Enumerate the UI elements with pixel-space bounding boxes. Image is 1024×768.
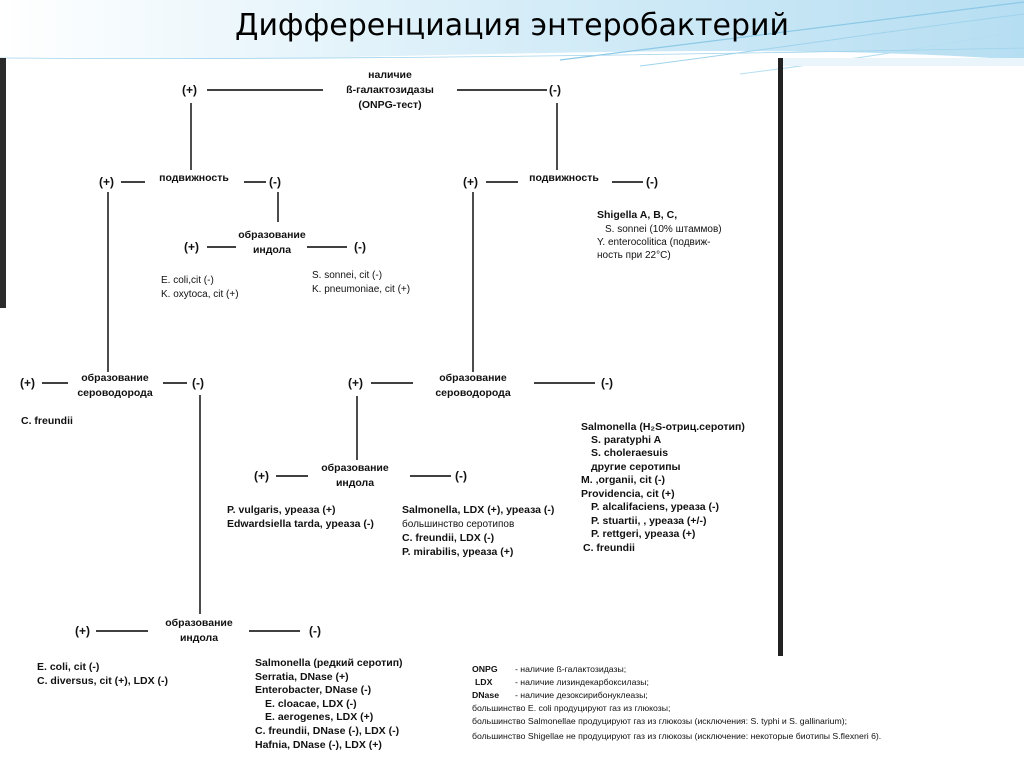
- legend-abbr: DNase: [472, 690, 499, 700]
- result-onpg-neg-nonmotile: Shigella A, B, C, S. sonnei (10% штаммов…: [597, 209, 722, 261]
- node-motility-right: (+) подвижность (-): [463, 172, 658, 189]
- node-indole-line2: индола: [336, 477, 374, 489]
- slide-title: Дифференциация энтеробактерий: [235, 8, 789, 43]
- sign-pos: (+): [254, 469, 269, 483]
- node-h2s-line2: сероводорода: [77, 387, 153, 399]
- sign-pos: (+): [75, 624, 90, 638]
- legend-note: большинство E. coli продуцируют газ из г…: [472, 703, 670, 713]
- result-line: E. coli, cit (-): [37, 661, 99, 673]
- node-h2s-right: (+) образование сероводорода (-): [348, 372, 613, 399]
- sign-neg: (-): [192, 376, 204, 390]
- result-line: Serratia, DNase (+): [255, 671, 349, 683]
- result-line: большинство серотипов: [402, 518, 514, 530]
- node-indole-line1: образование: [321, 462, 389, 474]
- sign-neg: (-): [646, 175, 658, 189]
- result-line: Salmonella, LDX (+), уреаза (-): [402, 504, 554, 516]
- result-line: E. coli,cit (-): [161, 275, 214, 286]
- node-onpg-line2: ß-галактозидазы: [346, 84, 434, 96]
- node-onpg-line3: (ONPG-тест): [358, 99, 421, 111]
- sign-pos: (+): [463, 175, 478, 189]
- node-h2s-left: (+) образование сероводорода (-): [20, 372, 204, 399]
- result-line: K. oxytoca, cit (+): [161, 289, 239, 300]
- result-line: C. freundii, DNase (-), LDX (-): [255, 725, 399, 737]
- node-indole-line1: образование: [165, 617, 233, 629]
- result-line: Edwardsiella tarda, уреаза (-): [227, 518, 374, 530]
- sign-pos: (+): [20, 376, 35, 390]
- result-line: E. aerogenes, LDX (+): [265, 711, 373, 723]
- sign-pos: (+): [184, 240, 199, 254]
- sign-pos: (+): [99, 175, 114, 189]
- sign-pos: (+): [182, 83, 197, 97]
- node-motility-label: подвижность: [529, 172, 599, 184]
- result-line: Y. enterocolitica (подвиж-: [597, 237, 710, 248]
- legend-text: - наличие дезоксирибонуклеазы;: [515, 690, 648, 700]
- node-indole-upper: (+) образование индола (-): [184, 229, 366, 256]
- node-indole-line2: индола: [253, 244, 291, 256]
- result-line: P. stuartii, , уреаза (+/-): [591, 515, 706, 527]
- legend: ONPG - наличие ß-галактозидазы; LDX - на…: [472, 664, 881, 741]
- result-line: C. freundii: [583, 542, 635, 554]
- sign-neg: (-): [455, 469, 467, 483]
- result-line: M. ,organii, cit (-): [581, 474, 665, 486]
- result-line: Hafnia, DNase (-), LDX (+): [255, 739, 382, 751]
- node-indole-middle: (+) образование индола (-): [254, 462, 467, 489]
- result-line: C. freundii, LDX (-): [402, 532, 494, 544]
- result-line: S. sonnei (10% штаммов): [605, 224, 722, 235]
- result-line: другие серотипы: [591, 461, 681, 473]
- result-cfreundii: C. freundii: [21, 415, 73, 427]
- result-line: S. sonnei, cit (-): [312, 270, 382, 281]
- legend-abbr: LDX: [475, 677, 493, 687]
- node-onpg-line1: наличие: [368, 69, 412, 81]
- node-onpg: (+) наличие ß-галактозидазы (ONPG-тест) …: [182, 69, 561, 111]
- result-line: P. alcalifaciens, уреаза (-): [591, 501, 719, 513]
- node-h2s-line1: образование: [81, 372, 149, 384]
- result-line: Shigella A, B, C,: [597, 209, 677, 221]
- node-h2s-line1: образование: [439, 372, 507, 384]
- result-line: Providencia, cit (+): [581, 488, 675, 500]
- node-indole-bottom: (+) образование индола (-): [75, 617, 321, 644]
- result-line: E. cloacae, LDX (-): [265, 698, 357, 710]
- result-indole-bottom-pos: E. coli, cit (-) C. diversus, cit (+), L…: [37, 661, 168, 687]
- sign-neg: (-): [549, 83, 561, 97]
- result-line: P. mirabilis, уреаза (+): [402, 546, 513, 558]
- result-indole-middle-pos: P. vulgaris, уреаза (+) Edwardsiella tar…: [227, 504, 374, 530]
- result-line: C. diversus, cit (+), LDX (-): [37, 675, 168, 687]
- legend-note: большинство Salmonellae продуцируют газ …: [472, 716, 847, 726]
- sign-neg: (-): [354, 240, 366, 254]
- legend-abbr: ONPG: [472, 664, 498, 674]
- result-line: S. choleraesuis: [591, 447, 668, 459]
- result-line: K. pneumoniae, cit (+): [312, 284, 410, 295]
- result-line: Salmonella (H₂S-отриц.серотип): [581, 421, 745, 433]
- node-motility-left: (+) подвижность (-): [99, 172, 281, 189]
- legend-note: большинство Shigellae не продуцируют газ…: [472, 731, 881, 741]
- result-line: ность при 22°C): [597, 250, 671, 261]
- legend-text: - наличие лизиндекарбоксилазы;: [515, 677, 649, 687]
- legend-text: - наличие ß-галактозидазы;: [515, 664, 626, 674]
- sign-neg: (-): [309, 624, 321, 638]
- result-indole-upper-neg: S. sonnei, cit (-) K. pneumoniae, cit (+…: [312, 270, 410, 295]
- sign-pos: (+): [348, 376, 363, 390]
- node-indole-line2: индола: [180, 632, 218, 644]
- result-line: P. rettgeri, уреаза (+): [591, 528, 695, 540]
- result-h2s-neg: Salmonella (H₂S-отриц.серотип) S. paraty…: [581, 421, 745, 554]
- result-indole-middle-neg: Salmonella, LDX (+), уреаза (-) большинс…: [402, 504, 554, 558]
- result-indole-upper-pos: E. coli,cit (-) K. oxytoca, cit (+): [161, 275, 239, 300]
- result-line: Enterobacter, DNase (-): [255, 684, 371, 696]
- connector-lines: [42, 89, 643, 632]
- result-line: S. paratyphi A: [591, 434, 662, 446]
- node-h2s-line2: сероводорода: [435, 387, 511, 399]
- result-line: P. vulgaris, уреаза (+): [227, 504, 335, 516]
- sign-neg: (-): [601, 376, 613, 390]
- node-indole-line1: образование: [238, 229, 306, 241]
- node-motility-label: подвижность: [159, 172, 229, 184]
- sign-neg: (-): [269, 175, 281, 189]
- result-indole-bottom-neg: Salmonella (редкий серотип) Serratia, DN…: [255, 657, 403, 751]
- result-line: Salmonella (редкий серотип): [255, 657, 403, 669]
